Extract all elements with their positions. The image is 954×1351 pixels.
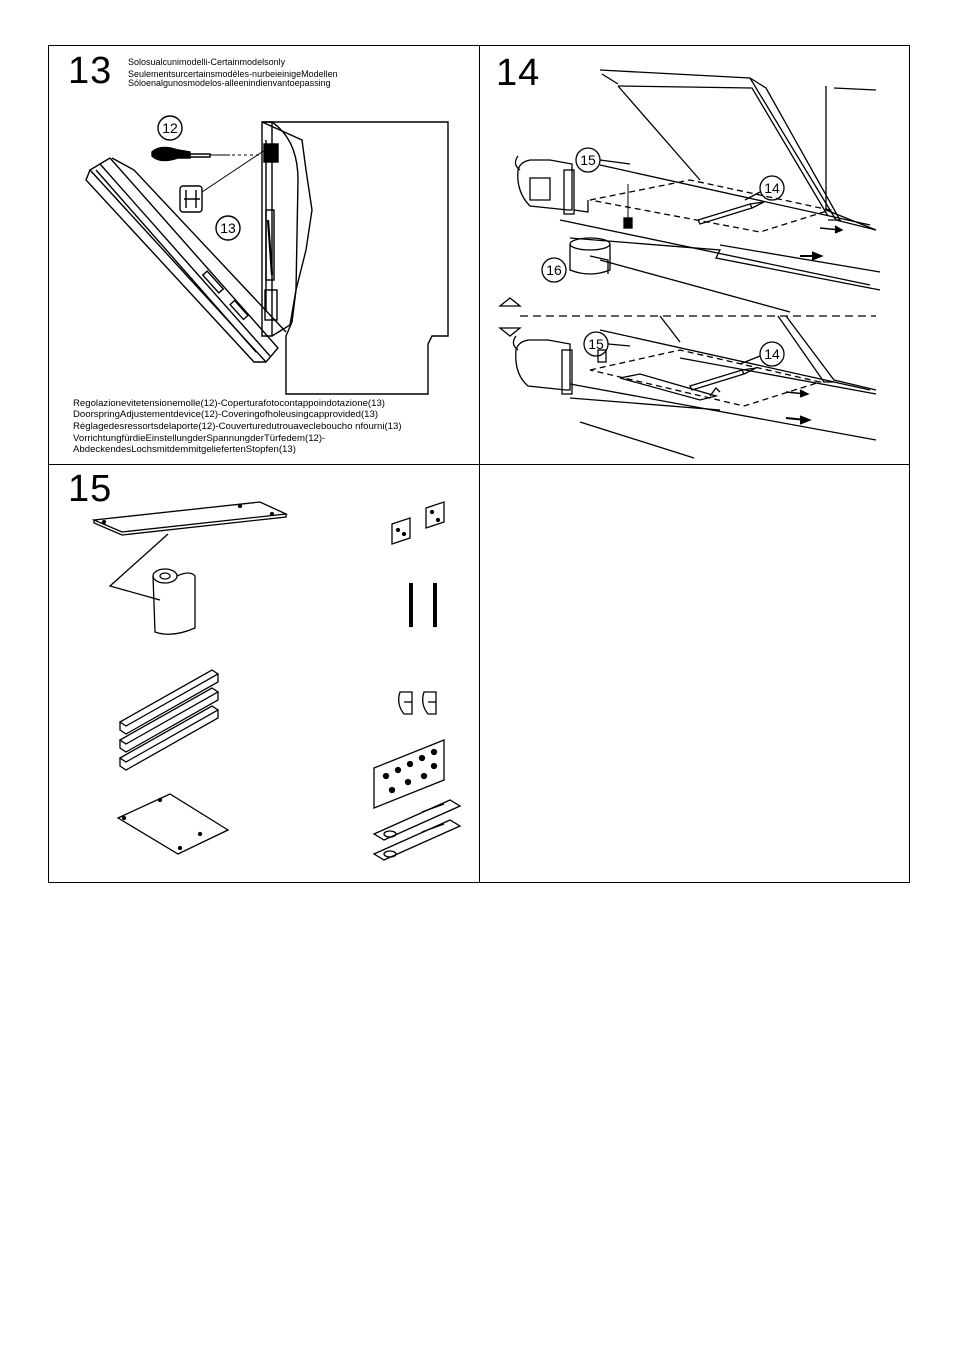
callout-12: 12	[162, 120, 178, 136]
callout-14-bottom: 14	[764, 346, 780, 362]
callout-15-bottom: 15	[588, 336, 604, 352]
step-15-illustration	[91, 501, 462, 861]
step-13-note-1: Solosualcunimodelli-Certainmodelsonly	[128, 57, 286, 67]
step-13-caption-4: VorrichtungfürdieEinstellungderSpannungd…	[73, 433, 326, 444]
callout-13: 13	[220, 220, 236, 236]
step-15-number: 15	[68, 468, 113, 510]
grid-divider-horizontal	[48, 464, 910, 465]
step-13-note-3: Sóloenalgunosmodelos-alleenindienvantoep…	[128, 78, 331, 88]
step-13-note-2: Seulementsurcertainsmodèles-nurbeieinige…	[128, 69, 338, 79]
step-13-illustration: 12 13	[85, 115, 449, 395]
step-13-caption-1: Regolazionevitetensionemolle(12)-Copertu…	[73, 398, 385, 409]
callout-15-top: 15	[580, 152, 596, 168]
step-14-illustration: 15 14 16 15 14	[498, 69, 881, 459]
step-13-number: 13	[68, 50, 113, 92]
step-13-caption-2: DoorspringAdjustementdevice(12)-Covering…	[73, 409, 379, 420]
step-13-caption-3: Réglagedesressortsdelaporte(12)-Couvertu…	[73, 421, 402, 432]
step-13-caption-5: AbdeckendesLochsmitdemmitgeliefertenStop…	[73, 444, 296, 455]
callout-14-top: 14	[764, 180, 780, 196]
callout-16: 16	[546, 262, 562, 278]
step-14-number: 14	[496, 52, 541, 94]
